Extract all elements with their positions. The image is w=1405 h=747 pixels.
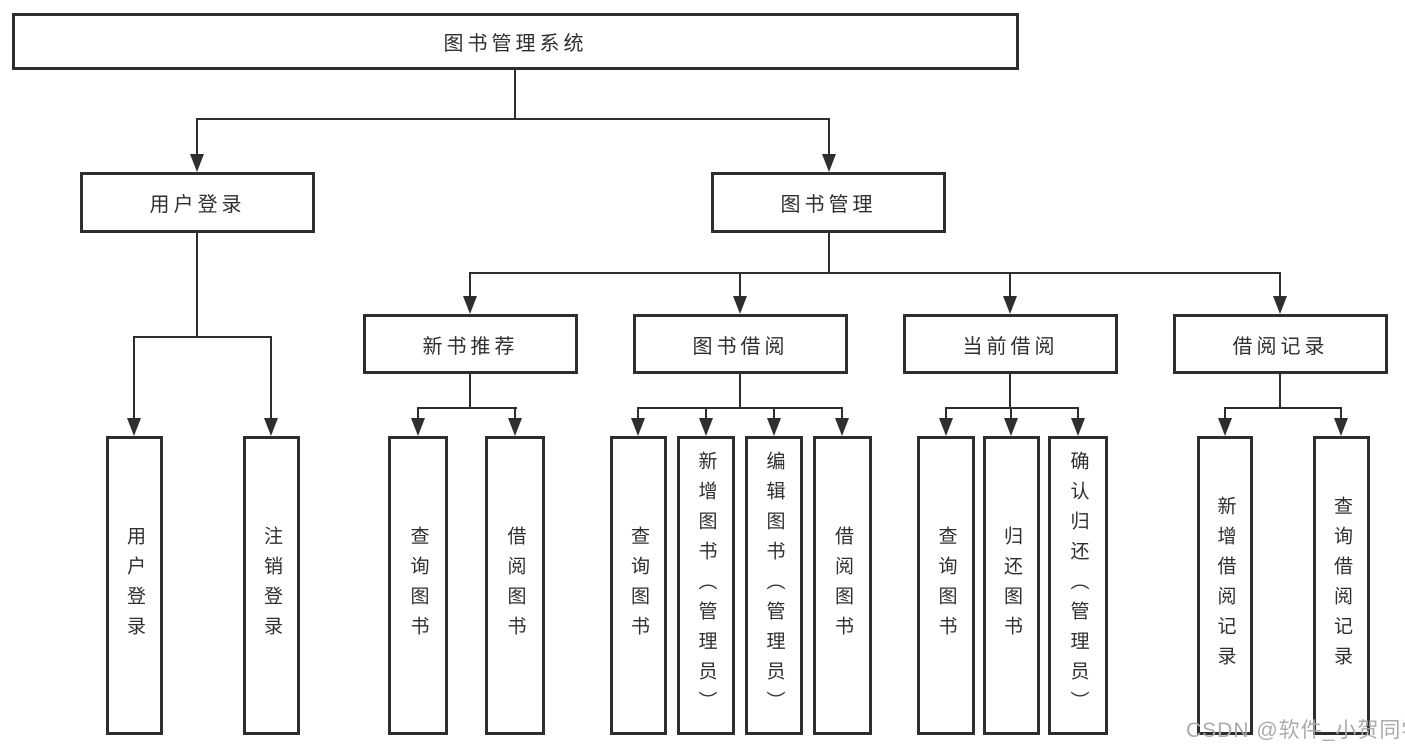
leaf-query-books-recommend-label: 查询图书	[407, 525, 429, 646]
leaf-edit-book-admin-label: 编辑图书（管理员）	[763, 450, 785, 721]
leaf-add-book-admin-label: 新增图书（管理员）	[695, 450, 717, 721]
connector-line	[945, 407, 947, 420]
leaf-user-login-label: 用户登录	[124, 525, 145, 646]
connector-line	[270, 336, 272, 420]
leaf-add-book-admin: 新增图书（管理员）	[677, 436, 735, 735]
connector-line	[739, 372, 741, 409]
connector-line	[417, 407, 419, 420]
node-borrow-records: 借阅记录	[1173, 314, 1388, 374]
node-user-login-label: 用户登录	[149, 194, 246, 216]
node-book-management: 图书管理	[711, 172, 946, 233]
node-current-borrow-label: 当前借阅	[962, 335, 1059, 358]
leaf-return-book-label: 归还图书	[1001, 525, 1022, 646]
connector-line	[828, 231, 830, 272]
node-root-label: 图书管理系统	[443, 33, 588, 55]
leaf-query-books-current: 查询图书	[917, 436, 975, 735]
leaf-borrow-books: 借阅图书	[813, 436, 872, 735]
node-new-book-recommend: 新书推荐	[363, 314, 578, 374]
leaf-borrow-books-recommend: 借阅图书	[485, 436, 545, 735]
arrow-down-icon	[1334, 418, 1348, 436]
connector-line	[196, 118, 198, 156]
leaf-query-books-current-label: 查询图书	[935, 525, 957, 646]
connector-line	[1340, 407, 1342, 420]
connector-line	[196, 231, 198, 336]
node-book-borrow: 图书借阅	[633, 314, 848, 374]
arrow-down-icon	[939, 418, 953, 436]
connector-line	[1279, 272, 1281, 298]
connector-line	[1077, 407, 1079, 420]
connector-line	[1279, 372, 1281, 409]
connector-line	[469, 272, 471, 298]
connector-line	[514, 407, 516, 420]
connector-line	[1224, 407, 1226, 420]
connector-line	[945, 407, 1079, 409]
leaf-borrow-books-recommend-label: 借阅图书	[504, 525, 526, 646]
leaf-edit-book-admin: 编辑图书（管理员）	[745, 436, 803, 735]
connector-line	[705, 407, 707, 420]
arrow-down-icon	[1218, 418, 1232, 436]
node-book-borrow-label: 图书借阅	[692, 335, 789, 358]
connector-line	[514, 70, 516, 118]
connector-line	[1224, 407, 1342, 409]
leaf-confirm-return-admin-label: 确认归还（管理员）	[1067, 450, 1089, 721]
arrow-down-icon	[411, 418, 425, 436]
arrow-down-icon	[1004, 418, 1018, 436]
leaf-user-login: 用户登录	[106, 436, 163, 735]
connector-line	[469, 372, 471, 409]
arrow-down-icon	[733, 296, 747, 314]
node-root: 图书管理系统	[12, 13, 1019, 70]
arrow-down-icon	[699, 418, 713, 436]
arrow-down-icon	[190, 154, 204, 172]
connector-line	[417, 407, 517, 409]
watermark: CSDN @软件_小贺同学	[1186, 714, 1405, 744]
leaf-query-borrow-record-label: 查询借阅记录	[1331, 495, 1352, 676]
arrow-down-icon	[1273, 296, 1287, 314]
arrow-down-icon	[264, 418, 278, 436]
connector-line	[828, 118, 830, 156]
node-new-book-recommend-label: 新书推荐	[422, 335, 519, 358]
leaf-borrow-books-label: 借阅图书	[832, 525, 853, 646]
arrow-down-icon	[631, 418, 645, 436]
arrow-down-icon	[822, 154, 836, 172]
arrow-down-icon	[767, 418, 781, 436]
connector-line	[637, 407, 843, 409]
leaf-add-borrow-record: 新增借阅记录	[1197, 436, 1253, 735]
connector-line	[1010, 407, 1012, 420]
leaf-logout: 注销登录	[243, 436, 300, 735]
connector-line	[637, 407, 639, 420]
watermark-text: CSDN @软件_小贺同学	[1186, 719, 1405, 742]
leaf-query-books-borrow: 查询图书	[610, 436, 667, 735]
arrow-down-icon	[835, 418, 849, 436]
arrow-down-icon	[1071, 418, 1085, 436]
leaf-return-book: 归还图书	[983, 436, 1040, 735]
connector-line	[133, 336, 272, 338]
leaf-logout-label: 注销登录	[261, 525, 282, 646]
node-current-borrow: 当前借阅	[903, 314, 1118, 374]
connector-line	[196, 118, 830, 120]
connector-line	[773, 407, 775, 420]
leaf-add-borrow-record-label: 新增借阅记录	[1214, 495, 1236, 676]
connector-line	[133, 336, 135, 420]
arrow-down-icon	[508, 418, 522, 436]
connector-line	[469, 272, 1281, 274]
node-user-login: 用户登录	[80, 172, 315, 233]
leaf-confirm-return-admin: 确认归还（管理员）	[1048, 436, 1108, 735]
arrow-down-icon	[463, 296, 477, 314]
arrow-down-icon	[1003, 296, 1017, 314]
connector-line	[739, 272, 741, 298]
node-book-management-label: 图书管理	[780, 194, 877, 216]
leaf-query-books-recommend: 查询图书	[388, 436, 448, 735]
leaf-query-borrow-record: 查询借阅记录	[1313, 436, 1370, 735]
node-borrow-records-label: 借阅记录	[1232, 335, 1329, 358]
connector-line	[1009, 272, 1011, 298]
leaf-query-books-borrow-label: 查询图书	[628, 525, 649, 646]
arrow-down-icon	[127, 418, 141, 436]
connector-line	[841, 407, 843, 420]
connector-line	[1009, 372, 1011, 409]
